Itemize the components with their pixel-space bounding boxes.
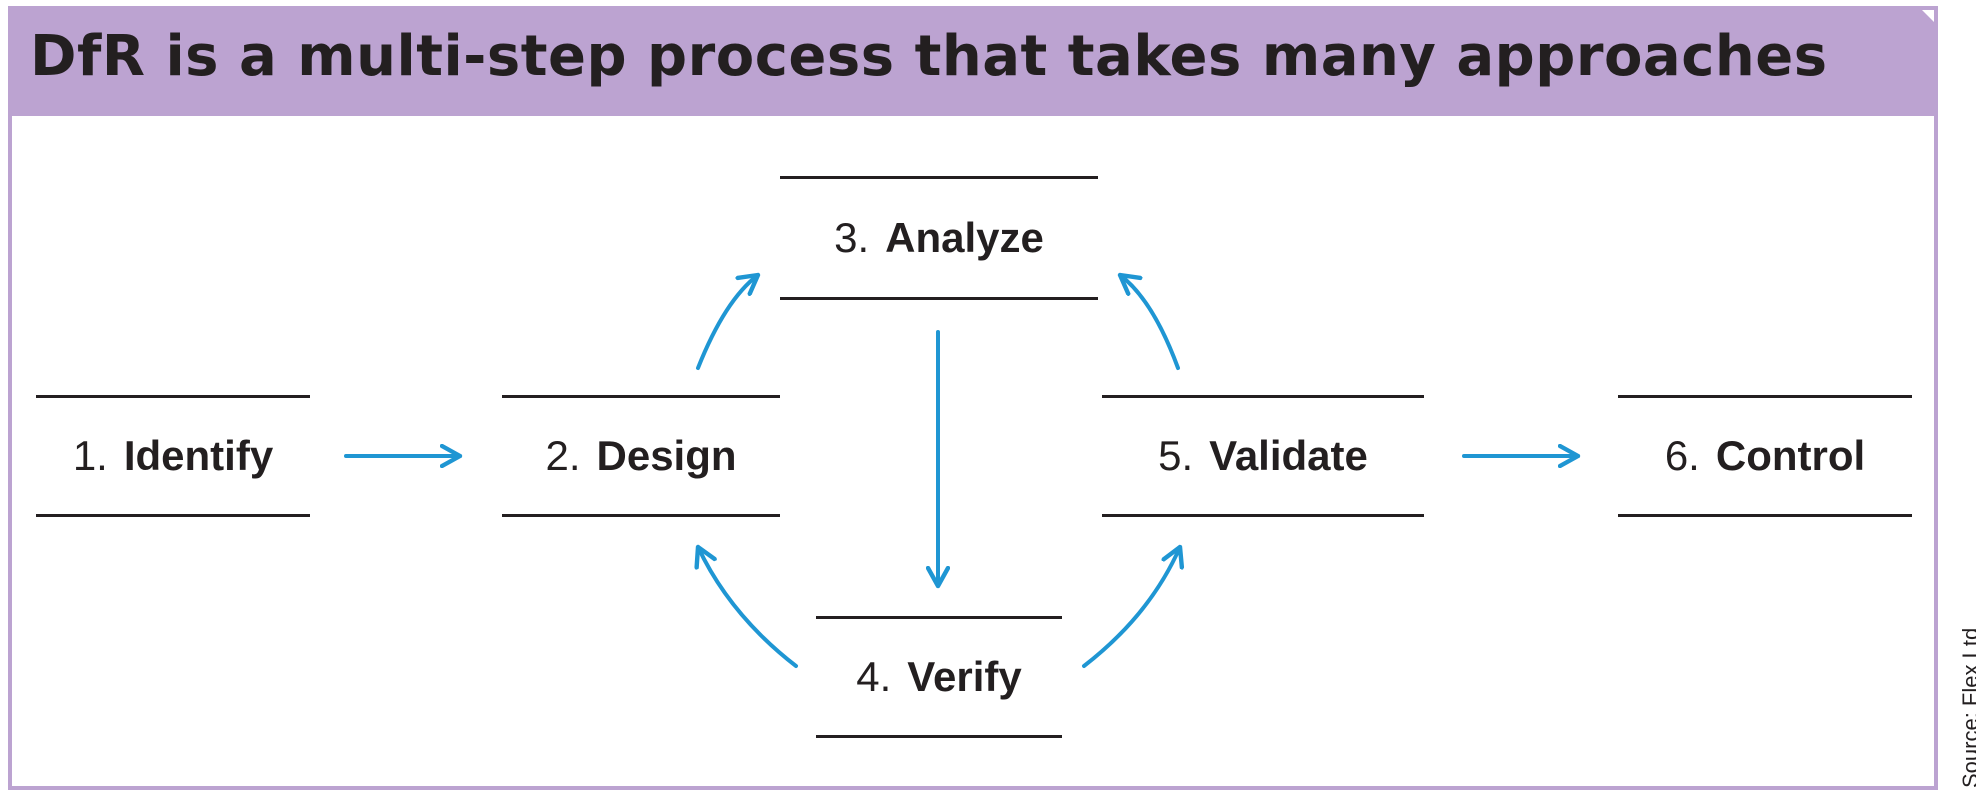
- step-verify: 4. Verify: [816, 616, 1062, 738]
- step-label: Verify: [907, 653, 1022, 700]
- step-identify: 1. Identify: [36, 395, 310, 517]
- step-label: Validate: [1209, 432, 1368, 479]
- source-credit: Source: Flex Ltd: [1958, 627, 1976, 788]
- step-number: 6.: [1664, 432, 1700, 479]
- arrow-verify-to-validate: [1082, 547, 1180, 668]
- title-bar: [8, 6, 1938, 116]
- step-label: Design: [596, 432, 737, 479]
- arrow-design-to-analyze: [696, 275, 758, 370]
- step-design: 2. Design: [502, 395, 780, 517]
- step-number: 1.: [72, 432, 108, 479]
- arrow-verify-to-design: [698, 547, 798, 668]
- step-control: 6. Control: [1618, 395, 1912, 517]
- diagram-title: DfR is a multi-step process that takes m…: [30, 24, 1828, 89]
- step-label: Analyze: [885, 214, 1044, 261]
- step-number: 2.: [545, 432, 581, 479]
- step-number: 4.: [856, 653, 892, 700]
- diagram-frame: [8, 6, 1938, 790]
- step-analyze: 3. Analyze: [780, 176, 1098, 300]
- step-number: 5.: [1158, 432, 1194, 479]
- arrow-validate-to-analyze: [1120, 275, 1180, 370]
- step-validate: 5. Validate: [1102, 395, 1424, 517]
- step-number: 3.: [834, 214, 870, 261]
- step-label: Control: [1715, 432, 1866, 479]
- step-label: Identify: [123, 432, 274, 479]
